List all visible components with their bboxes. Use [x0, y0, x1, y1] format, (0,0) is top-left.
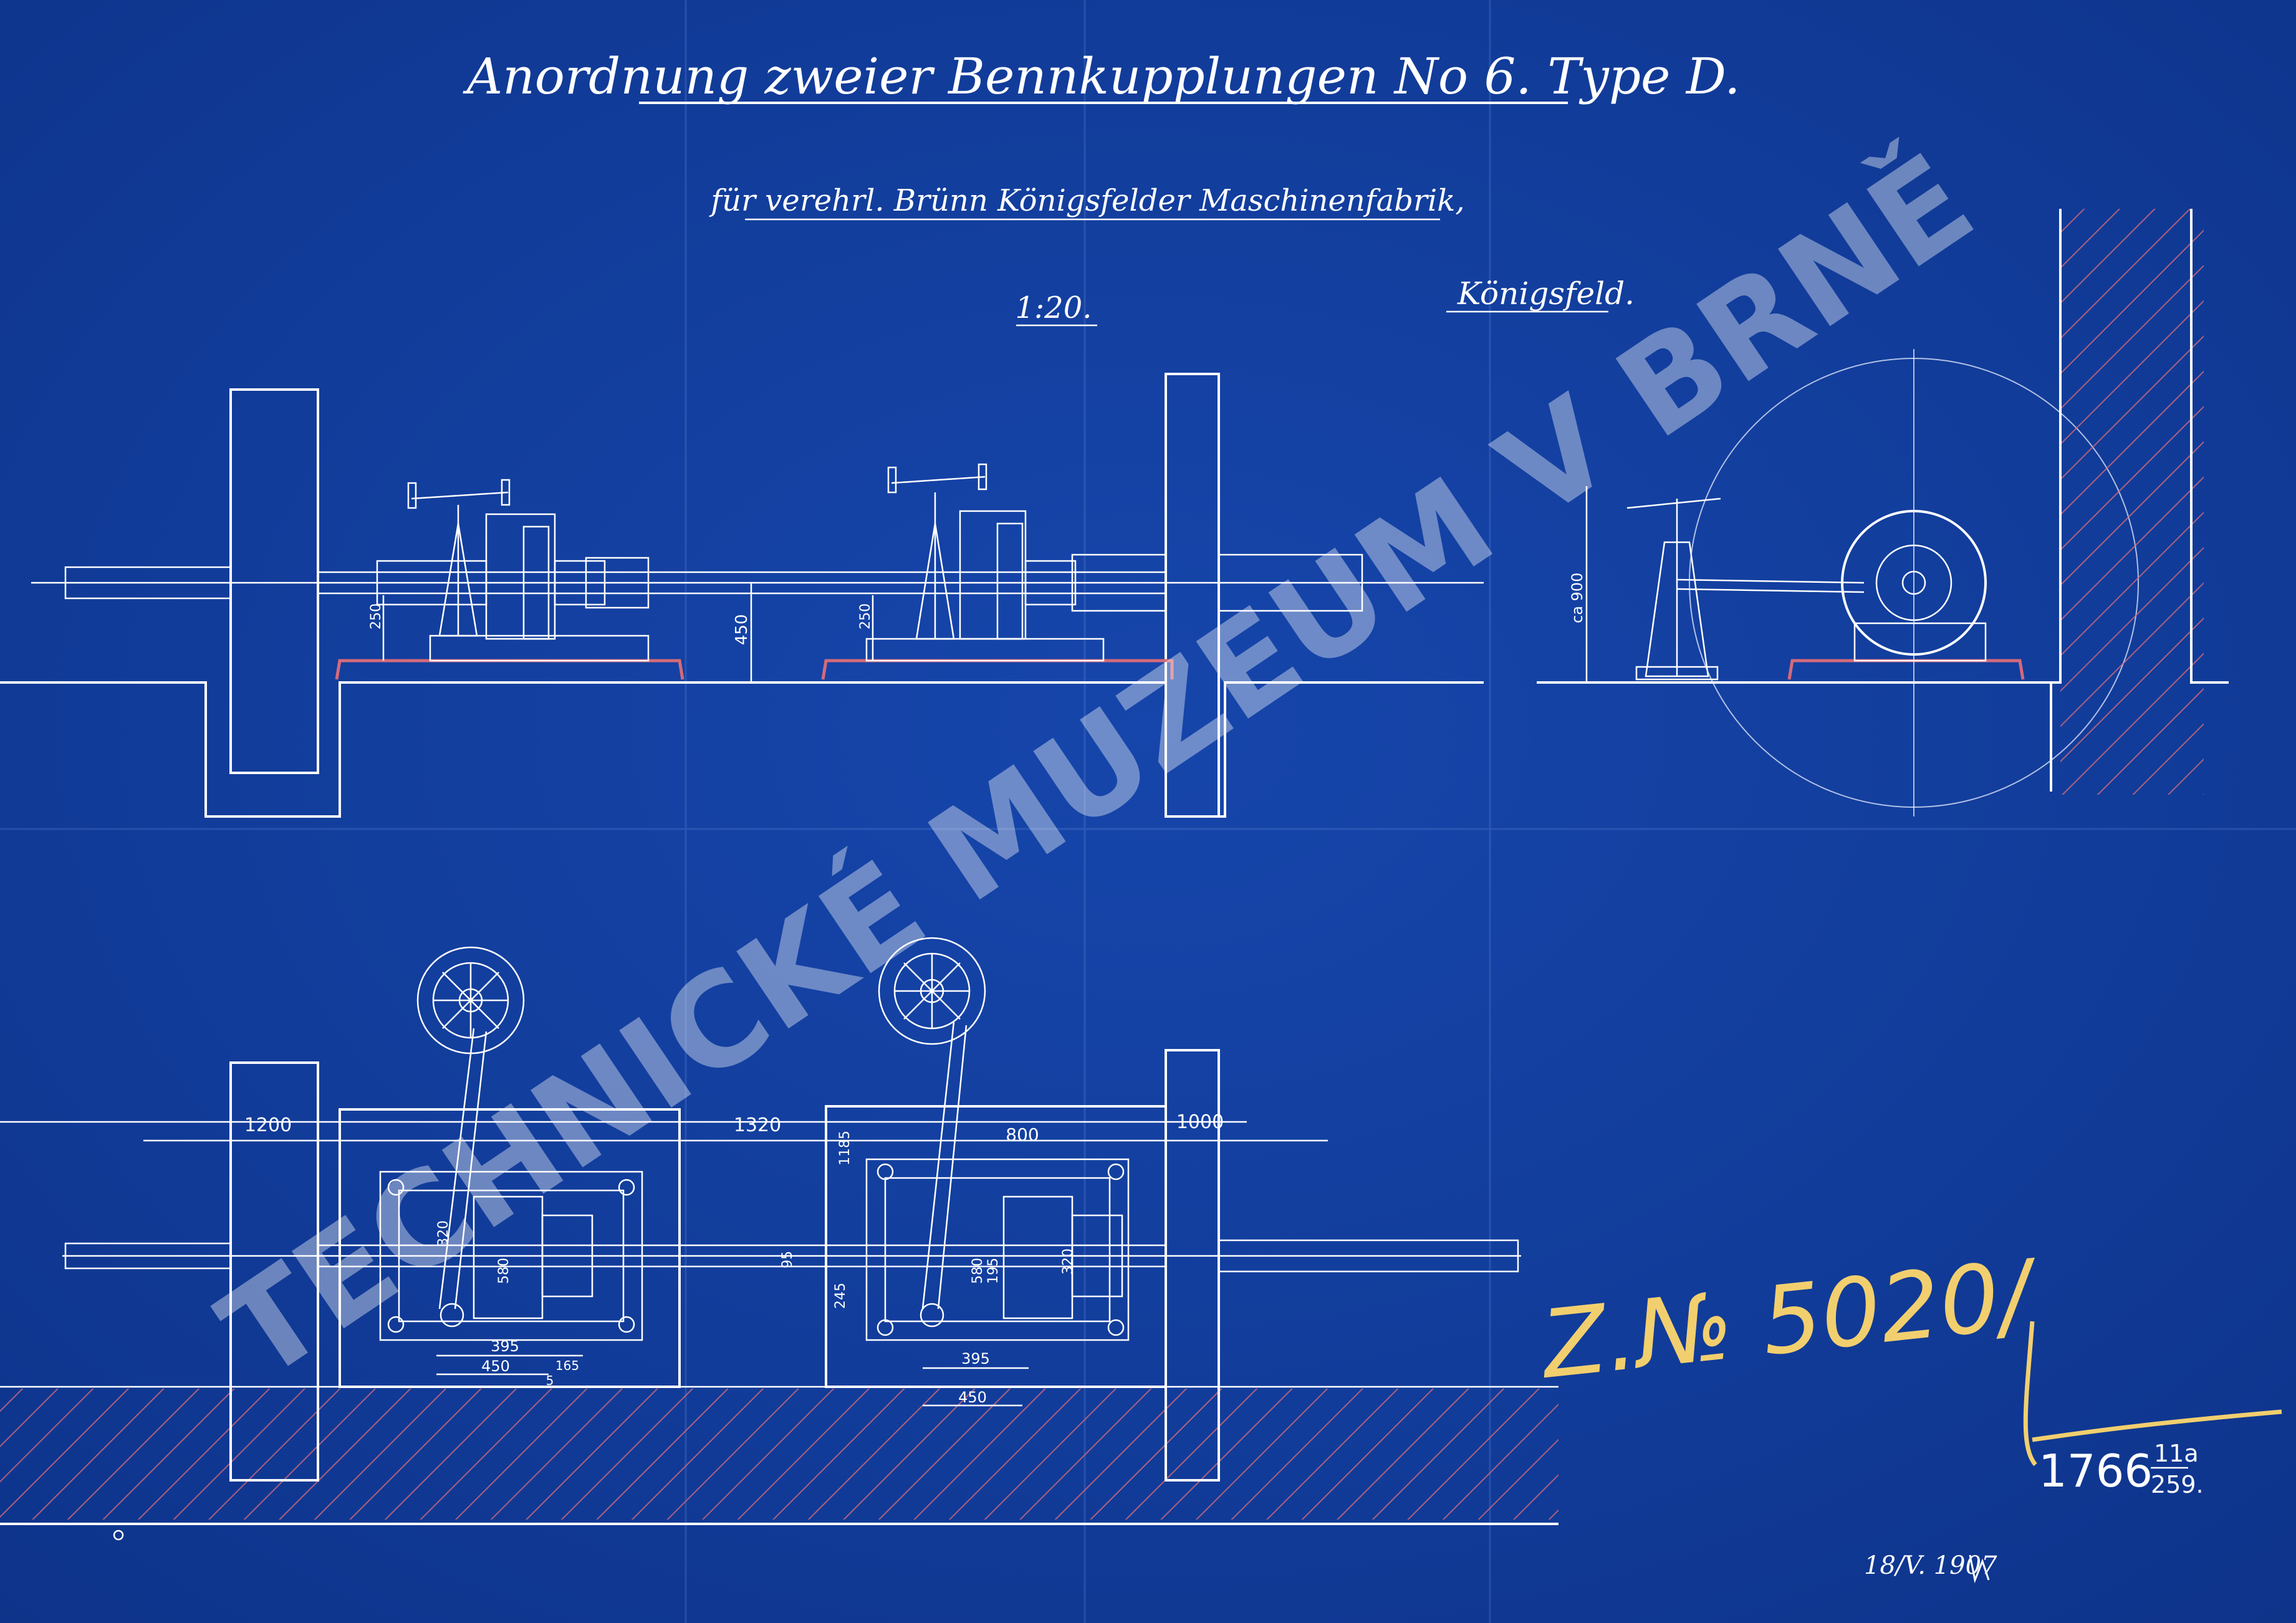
elevation-view: 250 450 250 ca 900 — [0, 209, 2229, 818]
drawing-location: Königsfeld. — [1457, 275, 1635, 312]
dim-450: 450 — [733, 614, 751, 645]
plan-shaft-right — [1218, 1239, 1519, 1273]
drawing-subtitle: für verehrl. Brünn Königsfelder Maschine… — [709, 183, 1464, 218]
coupling-mid-elevation — [865, 463, 1167, 662]
drawing-scale: 1:20. — [1015, 290, 1092, 325]
floor-line-elevation — [0, 681, 1484, 818]
drawing-title: Anordnung zweier Bennkupplungen No 6. Ty… — [462, 47, 1740, 105]
dim-1200: 1200 — [244, 1114, 292, 1136]
dim-95: 95 — [780, 1251, 795, 1268]
dim-580: 580 — [496, 1258, 512, 1284]
dim-195: 195 — [986, 1258, 1001, 1284]
coupling-left-elevation — [376, 479, 650, 662]
plan-shaft — [317, 1244, 1167, 1268]
base-frame-left — [339, 1108, 681, 1388]
wall-hatch-right — [2060, 209, 2204, 795]
secondary-fraction-top: 11a — [2154, 1440, 2199, 1467]
dim-250-left: 250 — [368, 603, 384, 630]
dim-320: 320 — [436, 1220, 451, 1247]
dim-245: 245 — [833, 1283, 848, 1309]
secondary-number: 1766 — [2039, 1445, 2153, 1497]
dim-165: 165 — [555, 1358, 579, 1373]
shaft-end-left — [64, 566, 232, 600]
shaft-end-right — [1218, 553, 1363, 612]
coupling-right-plan — [865, 937, 1130, 1341]
wall-hatch-bottom — [0, 1389, 1559, 1520]
plan-shaft-left — [64, 1242, 232, 1270]
dim-395-left: 395 — [491, 1338, 519, 1355]
initials-mark — [1969, 1554, 1990, 1584]
dim-900: ca 900 — [1568, 573, 1586, 623]
archive-signature-stroke — [2023, 1321, 2282, 1467]
dim-450-left: 450 — [481, 1357, 510, 1375]
wall-face — [2051, 209, 2062, 684]
dim-1185: 1185 — [837, 1131, 853, 1166]
dim-800: 800 — [1006, 1124, 1039, 1145]
dim-395-right: 395 — [961, 1350, 990, 1367]
dim-450-right: 450 — [958, 1389, 987, 1406]
dim-250-mid: 250 — [858, 603, 873, 630]
pulley-left-plan — [229, 1061, 319, 1482]
dim-320-right: 320 — [1060, 1248, 1076, 1275]
dim-5: 5 — [546, 1373, 554, 1388]
plan-view: 1200 1320 1000 800 1185 245 95 580 320 5… — [0, 937, 1559, 1541]
dim-1320: 1320 — [734, 1114, 781, 1136]
dim-1000: 1000 — [1176, 1111, 1224, 1133]
date-signature: 18/V. 1907 — [1864, 1551, 1997, 1580]
registration-mark — [113, 1530, 124, 1541]
secondary-fraction-bottom: 259. — [2151, 1471, 2204, 1498]
dim-580-right: 580 — [970, 1258, 986, 1284]
coupling-left-plan — [379, 946, 643, 1341]
wall-back — [2190, 209, 2229, 684]
